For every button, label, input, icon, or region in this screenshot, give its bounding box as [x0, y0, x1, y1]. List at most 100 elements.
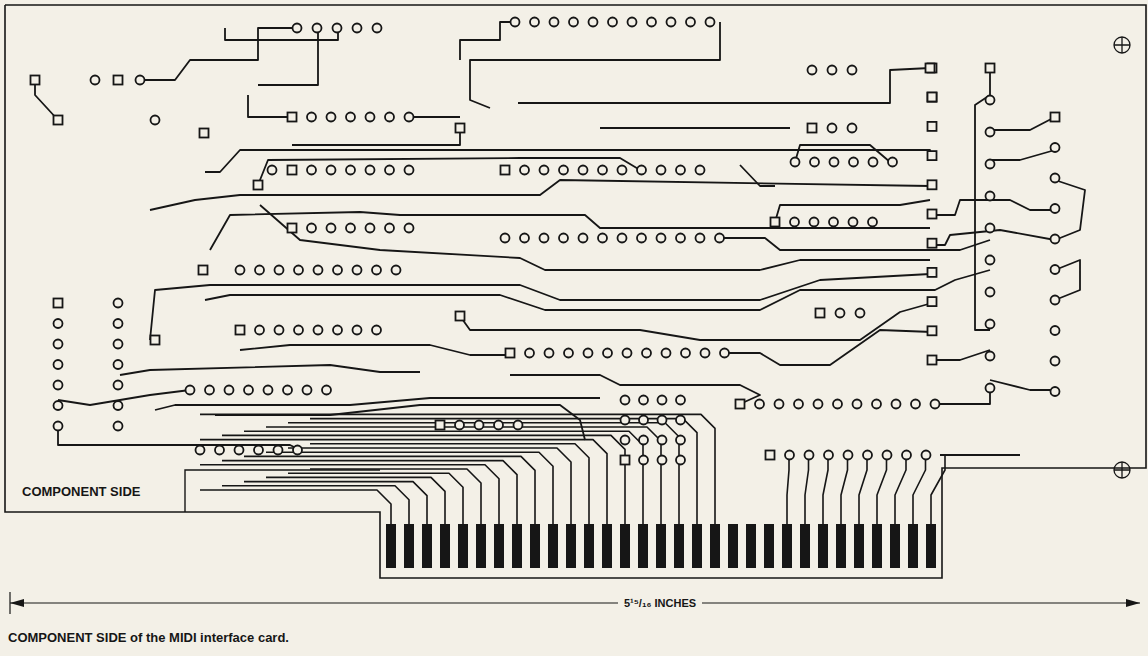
- round-pad: [511, 18, 520, 27]
- round-pad: [637, 234, 646, 243]
- square-pad: [928, 122, 937, 131]
- round-pad: [805, 451, 814, 460]
- square-pad: [114, 76, 123, 85]
- round-pad: [701, 349, 710, 358]
- round-pad: [1051, 204, 1060, 213]
- square-pad: [928, 326, 937, 335]
- round-pad: [603, 349, 612, 358]
- copper-trace: [460, 303, 932, 340]
- copper-trace: [470, 22, 720, 108]
- round-pad: [658, 416, 667, 425]
- round-pad: [494, 421, 503, 430]
- square-pad: [506, 349, 515, 358]
- round-pad: [545, 349, 554, 358]
- round-pad: [186, 386, 195, 395]
- square-pad: [766, 451, 775, 460]
- round-pad: [872, 400, 881, 409]
- edge-connector: [386, 524, 936, 568]
- round-pad: [540, 166, 549, 175]
- round-pad: [235, 446, 244, 455]
- copper-trace: [244, 456, 535, 524]
- round-pad: [353, 266, 362, 275]
- gold-finger: [458, 524, 468, 568]
- figure-caption: COMPONENT SIDE of the MIDI interface car…: [8, 630, 289, 645]
- round-pad: [922, 451, 931, 460]
- round-pad: [303, 386, 312, 395]
- gold-finger: [692, 524, 702, 568]
- round-pad: [657, 234, 666, 243]
- round-pad: [54, 401, 63, 410]
- round-pad: [225, 386, 234, 395]
- round-pad: [986, 352, 995, 361]
- round-pad: [530, 18, 539, 27]
- round-pad: [618, 166, 627, 175]
- copper-trace: [805, 455, 809, 524]
- gold-finger: [674, 524, 684, 568]
- copper-trace: [288, 448, 571, 524]
- copper-trace: [266, 452, 553, 524]
- round-pad: [883, 451, 892, 460]
- round-pad: [294, 326, 303, 335]
- round-pad: [1051, 296, 1060, 305]
- copper-trace: [460, 22, 515, 60]
- round-pad: [986, 128, 995, 137]
- copper-trace: [940, 385, 990, 404]
- round-pad: [283, 386, 292, 395]
- copper-trace: [244, 482, 427, 524]
- round-pad: [833, 400, 842, 409]
- dimension-line: [10, 592, 1140, 614]
- round-pad: [696, 234, 705, 243]
- round-pad: [647, 18, 656, 27]
- round-pad: [902, 451, 911, 460]
- gold-finger: [494, 524, 504, 568]
- gold-finger: [818, 524, 828, 568]
- round-pad: [564, 349, 573, 358]
- round-pad: [333, 326, 342, 335]
- round-pad: [810, 158, 819, 167]
- gold-finger: [782, 524, 792, 568]
- round-pad: [215, 446, 224, 455]
- round-pad: [54, 319, 63, 328]
- square-pad: [621, 456, 630, 465]
- round-pad: [114, 319, 123, 328]
- copper-trace: [58, 390, 190, 405]
- round-pad: [849, 218, 858, 227]
- round-pad: [314, 326, 323, 335]
- round-pad: [844, 451, 853, 460]
- round-pad: [268, 166, 277, 175]
- round-pad: [314, 266, 323, 275]
- square-pad: [928, 239, 937, 248]
- square-pad: [736, 400, 745, 409]
- round-pad: [618, 234, 627, 243]
- copper-trace: [913, 455, 926, 524]
- round-pad: [696, 166, 705, 175]
- round-pad: [856, 309, 865, 318]
- traces: [35, 22, 1085, 455]
- copper-trace: [200, 440, 607, 524]
- board-outline: [5, 5, 1146, 578]
- round-pad: [327, 166, 336, 175]
- round-pad: [621, 416, 630, 425]
- copper-trace: [787, 455, 789, 524]
- square-pad: [928, 180, 937, 189]
- copper-trace: [248, 95, 292, 117]
- copper-trace: [895, 455, 906, 524]
- round-pad: [676, 416, 685, 425]
- round-pad: [681, 349, 690, 358]
- round-pad: [405, 224, 414, 233]
- round-pad: [1051, 235, 1060, 244]
- copper-trace: [990, 117, 1055, 130]
- round-pad: [313, 24, 322, 33]
- round-pad: [720, 349, 729, 358]
- copper-trace: [720, 238, 990, 250]
- copper-trace: [740, 165, 775, 186]
- round-pad: [114, 340, 123, 349]
- round-pad: [657, 166, 666, 175]
- round-pad: [353, 24, 362, 33]
- square-pad: [771, 218, 780, 227]
- round-pad: [830, 158, 839, 167]
- round-pad: [986, 384, 995, 393]
- gold-finger: [530, 524, 540, 568]
- round-pad: [294, 266, 303, 275]
- round-pad: [540, 234, 549, 243]
